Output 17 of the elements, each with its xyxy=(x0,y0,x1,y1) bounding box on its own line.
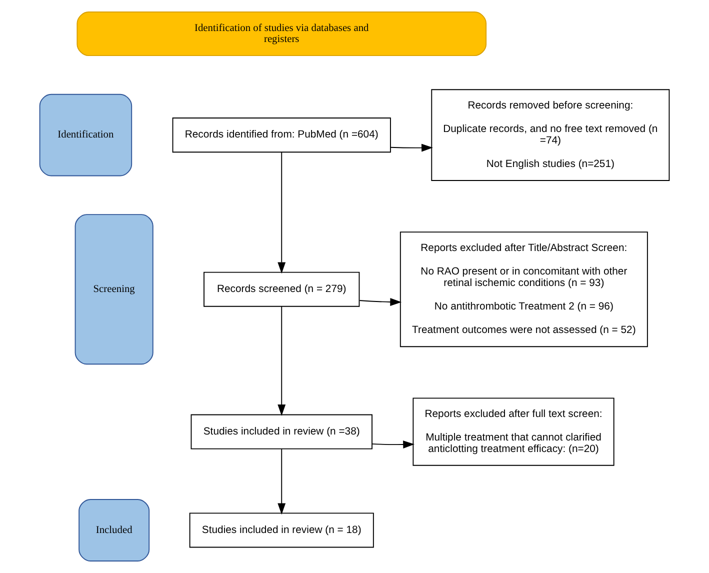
node-box: Included xyxy=(78,499,150,562)
node-box: Records identified from: PubMed (n =604) xyxy=(172,118,391,153)
node-box: Studies included in review (n =38) xyxy=(190,414,372,450)
node-box: Screening xyxy=(74,214,154,365)
node-box: Reports excluded after Title/Abstract Screen: No RAO present or in concomitant with other retinal ischemic conditions (n = 93) No antithrombotic Treatment 2 (n = 96) Treatment outcomes were not assessed (n = 52) xyxy=(400,232,648,348)
node-box: Records screened (n = 279) xyxy=(204,272,360,307)
node-box: Studies included in review (n = 18) xyxy=(189,512,374,548)
node-box: Identification xyxy=(39,94,132,176)
arrow xyxy=(278,306,286,416)
arrow xyxy=(390,144,433,152)
arrow xyxy=(359,298,402,306)
arrow xyxy=(372,440,414,449)
node-box: Records removed before screening: Duplicate records, and no free text removed (n =74) Not English studies (n=251) xyxy=(431,89,670,181)
node-box: Identification of studies via databases and registers xyxy=(76,12,487,56)
arrow xyxy=(278,152,286,274)
arrow xyxy=(278,448,286,515)
node-box: Reports excluded after full text screen: Multiple treatment that cannot clarified anticlotting treatment efficacy: (n=20) xyxy=(412,398,614,466)
